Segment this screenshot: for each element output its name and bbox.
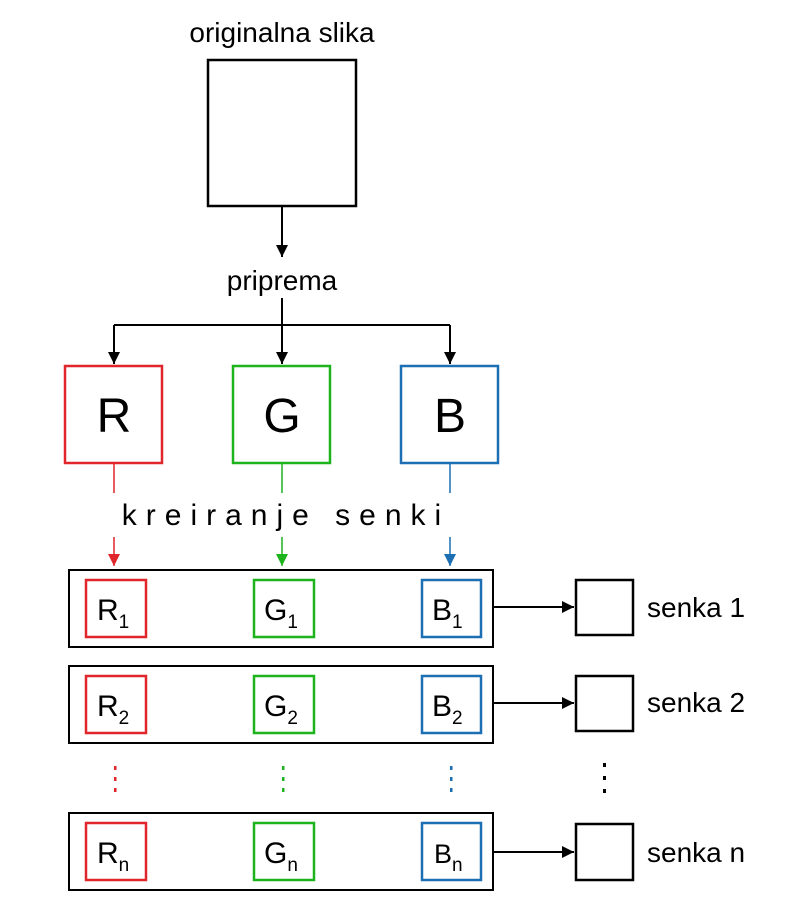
shadow-1-label: senka 1 (647, 592, 745, 623)
row-2-r-label: R2 (97, 690, 129, 729)
shadow-n-box (574, 822, 635, 882)
row-n-g-box (252, 821, 316, 882)
kreiranje-senki-label: kreiranje senki (122, 499, 450, 532)
row-1-b-label: B1 (432, 594, 463, 633)
row-1-frame (68, 569, 494, 648)
shadow-ellipsis (603, 763, 606, 793)
row-1-g-box (252, 578, 316, 639)
priprema-label: priprema (227, 265, 338, 296)
original-image-box (206, 58, 358, 208)
row-1-r-label: R1 (97, 594, 129, 633)
shadow-2-box (574, 674, 635, 733)
row-1-r-box (84, 578, 148, 639)
row-1-b-box (420, 578, 483, 639)
r-ellipsis (114, 766, 117, 792)
shadow-2-label: senka 2 (647, 687, 745, 718)
row-2-b-label: B2 (432, 690, 463, 729)
row-n-b-label: Bn (434, 839, 463, 876)
row-2-g-box (252, 674, 316, 735)
row-2-frame (68, 665, 494, 744)
channel-r-letter: R (97, 390, 132, 443)
channel-g-letter: G (263, 390, 300, 443)
title-label: originalna slika (189, 17, 375, 48)
row-n-r-box (84, 821, 148, 882)
row-n-r-label: Rn (97, 837, 129, 876)
shadow-1-box (574, 578, 635, 637)
row-2-b-box (420, 674, 483, 735)
row-n-g-label: Gn (264, 837, 298, 876)
row-2-r-box (84, 674, 148, 735)
shadow-n-label: senka n (647, 837, 745, 868)
row-2-g-label: G2 (264, 690, 298, 729)
g-ellipsis (282, 766, 285, 792)
channel-b-letter: B (434, 390, 466, 443)
row-n-b-box (420, 821, 483, 882)
row-1-g-label: G1 (264, 594, 298, 633)
b-ellipsis (450, 766, 453, 792)
